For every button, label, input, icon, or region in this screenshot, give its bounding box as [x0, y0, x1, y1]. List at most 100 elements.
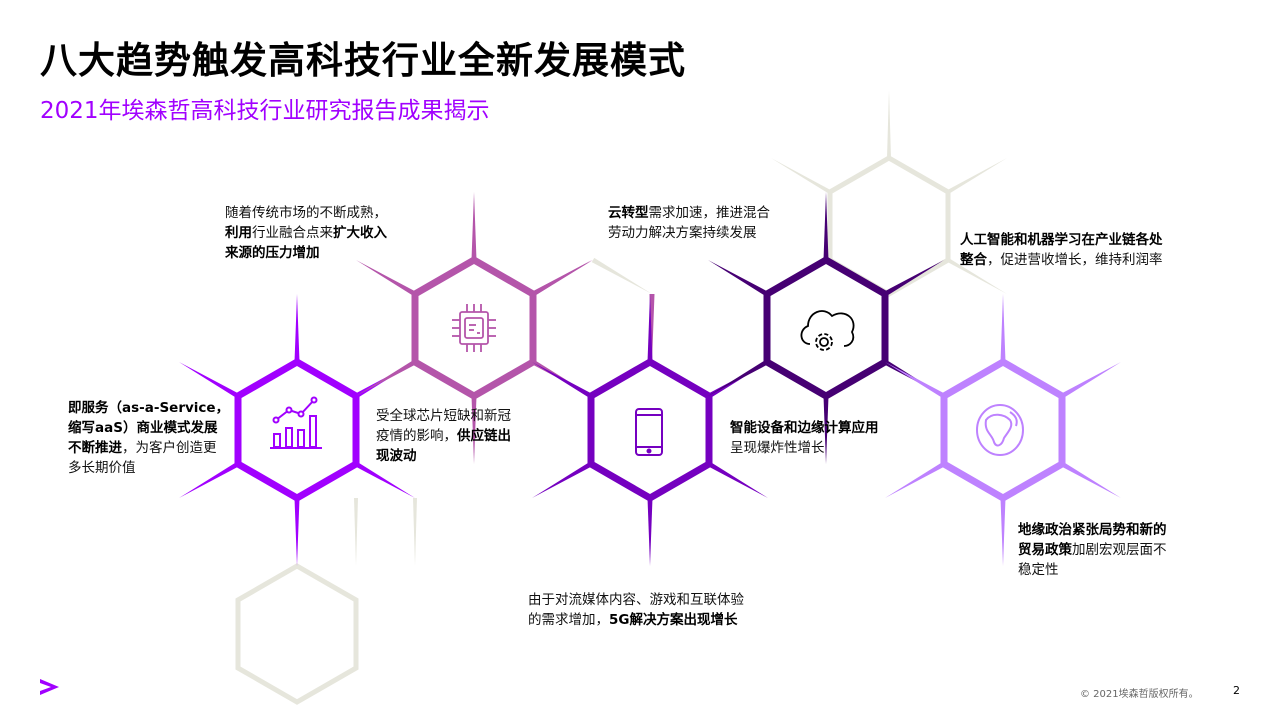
text-line: 多长期价值: [68, 458, 229, 478]
connector-spike: [531, 260, 592, 297]
text-line: 不断推进，为客户创造更: [68, 438, 229, 458]
bold-segment: 不断推进: [68, 440, 122, 456]
bold-segment: 贸易政策: [1018, 542, 1072, 558]
connector-spike: [887, 90, 891, 158]
text-line: 呈现爆炸性增长: [730, 438, 879, 458]
text-line: 地缘政治紧张局势和新的: [1018, 520, 1167, 540]
hexagon-chip: [411, 255, 537, 401]
text-segment: 受全球芯片短缺和新冠: [376, 408, 511, 424]
connector-spike: [649, 294, 655, 362]
connector-spike: [1000, 498, 1006, 566]
bold-segment: 来源的压力增加: [225, 245, 320, 261]
trend-text-aas: 即服务（as-a-Service，缩写aaS）商业模式发展不断推进，为客户创造更…: [68, 398, 229, 478]
connector-spike: [413, 498, 417, 566]
copyright: © 2021埃森哲版权所有。: [1080, 689, 1199, 700]
bold-segment: 扩大收入: [333, 225, 387, 241]
connector-spike: [532, 461, 593, 498]
page-number: 2: [1233, 684, 1240, 697]
text-segment: 多长期价值: [68, 460, 136, 476]
trend-text-edge: 智能设备和边缘计算应用呈现爆炸性增长: [730, 418, 879, 458]
cloud-gear-icon: [800, 310, 855, 351]
text-segment: 呈现爆炸性增长: [730, 440, 825, 456]
hexagon-geopolitics: [940, 357, 1066, 503]
hexagon-smart-devices: [587, 357, 713, 503]
text-line: 云转型需求加速，推进混合: [608, 203, 770, 223]
text-line: 利用行业融合点来扩大收入: [225, 223, 387, 243]
slide-subtitle: 2021年埃森哲高科技行业研究报告成果揭示: [40, 98, 490, 124]
connector-spike: [885, 362, 946, 399]
text-segment: 稳定性: [1018, 562, 1059, 578]
connector-spike: [823, 192, 829, 260]
trend-text-supply-chain: 受全球芯片短缺和新冠疫情的影响，供应链出现波动: [376, 406, 511, 466]
connector-spike: [294, 498, 300, 566]
bold-segment: 利用: [225, 225, 252, 241]
smartphone-icon: [635, 408, 663, 456]
trend-text-cloud: 云转型需求加速，推进混合劳动力解决方案持续发展: [608, 203, 770, 243]
connector-spike: [647, 294, 653, 362]
connector-spike: [356, 359, 417, 396]
connector-spike: [647, 498, 653, 566]
hexagon-cloud: [763, 255, 889, 401]
connector-spike: [532, 362, 593, 399]
text-line: 由于对流媒体内容、游戏和互联体验: [528, 590, 744, 610]
text-segment: 由于对流媒体内容、游戏和互联体验: [528, 592, 744, 608]
text-line: 即服务（as-a-Service，: [68, 398, 229, 418]
connector-spike: [471, 192, 477, 260]
text-line: 缩写aaS）商业模式发展: [68, 418, 229, 438]
text-line: 人工智能和机器学习在产业链各处: [960, 230, 1163, 250]
text-line: 疫情的影响，供应链出: [376, 426, 511, 446]
connector-spike: [354, 498, 358, 566]
connector-spike: [707, 461, 768, 498]
connector-spike: [179, 362, 240, 399]
text-segment: ，促进营收增长，维持利润率: [987, 252, 1163, 268]
connector-spike: [1060, 461, 1121, 498]
text-line: 随着传统市场的不断成熟，: [225, 203, 387, 223]
trend-text-ai: 人工智能和机器学习在产业链各处整合，促进营收增长，维持利润率: [960, 230, 1163, 270]
text-segment: 疫情的影响，: [376, 428, 457, 444]
chart-growth-icon: [270, 396, 322, 449]
bold-segment: 智能设备和边缘计算应用: [730, 420, 879, 436]
text-line: 整合，促进营收增长，维持利润率: [960, 250, 1163, 270]
trend-text-5g: 由于对流媒体内容、游戏和互联体验的需求增加，5G解决方案出现增长: [528, 590, 744, 630]
trend-text-geopolitics: 地缘政治紧张局势和新的贸易政策加剧宏观层面不稳定性: [1018, 520, 1167, 580]
bold-segment: 地缘政治紧张局势和新的: [1018, 522, 1167, 538]
bold-segment: 5G解决方案出现增长: [609, 612, 738, 628]
chip-icon: [452, 304, 496, 352]
text-line: 的需求增加，5G解决方案出现增长: [528, 610, 744, 630]
connector-spike: [708, 260, 769, 297]
connector-spike: [471, 396, 477, 464]
bold-segment: 缩写aaS）商业模式发展: [68, 420, 218, 436]
text-segment: 需求加速，推进混合: [648, 205, 771, 221]
connector-spike: [591, 257, 652, 294]
text-segment: 劳动力解决方案持续发展: [608, 225, 757, 241]
connector-spike: [823, 396, 829, 464]
connector-spike: [294, 294, 300, 362]
text-line: 受全球芯片短缺和新冠: [376, 406, 511, 426]
connector-spike: [883, 260, 944, 297]
slide-title: 八大趋势触发高科技行业全新发展模式: [40, 39, 686, 82]
trend-text-revenue: 随着传统市场的不断成熟，利用行业融合点来扩大收入来源的压力增加: [225, 203, 387, 263]
text-line: 劳动力解决方案持续发展: [608, 223, 770, 243]
text-line: 现波动: [376, 446, 511, 466]
text-segment: 行业融合点来: [252, 225, 333, 241]
connector-spike: [1060, 362, 1121, 399]
text-line: 来源的压力增加: [225, 243, 387, 263]
connector-spike: [1000, 294, 1006, 362]
text-segment: ，为客户创造更: [122, 440, 217, 456]
bold-segment: 供应链出: [457, 428, 511, 444]
globe-icon: [976, 404, 1024, 456]
bold-segment: 即服务（as-a-Service，: [68, 400, 230, 416]
connector-spike: [947, 158, 1007, 194]
text-segment: 随着传统市场的不断成熟，: [225, 205, 387, 221]
text-line: 稳定性: [1018, 560, 1167, 580]
connector-spike: [179, 461, 240, 498]
accenture-logo: [40, 679, 59, 695]
bold-segment: 现波动: [376, 448, 417, 464]
connector-spike: [356, 260, 417, 297]
bold-segment: 人工智能和机器学习在产业链各处: [960, 232, 1163, 248]
connector-spike: [947, 258, 1007, 294]
text-segment: 加剧宏观层面不: [1072, 542, 1167, 558]
connector-spike: [708, 359, 769, 396]
text-segment: 的需求增加，: [528, 612, 609, 628]
